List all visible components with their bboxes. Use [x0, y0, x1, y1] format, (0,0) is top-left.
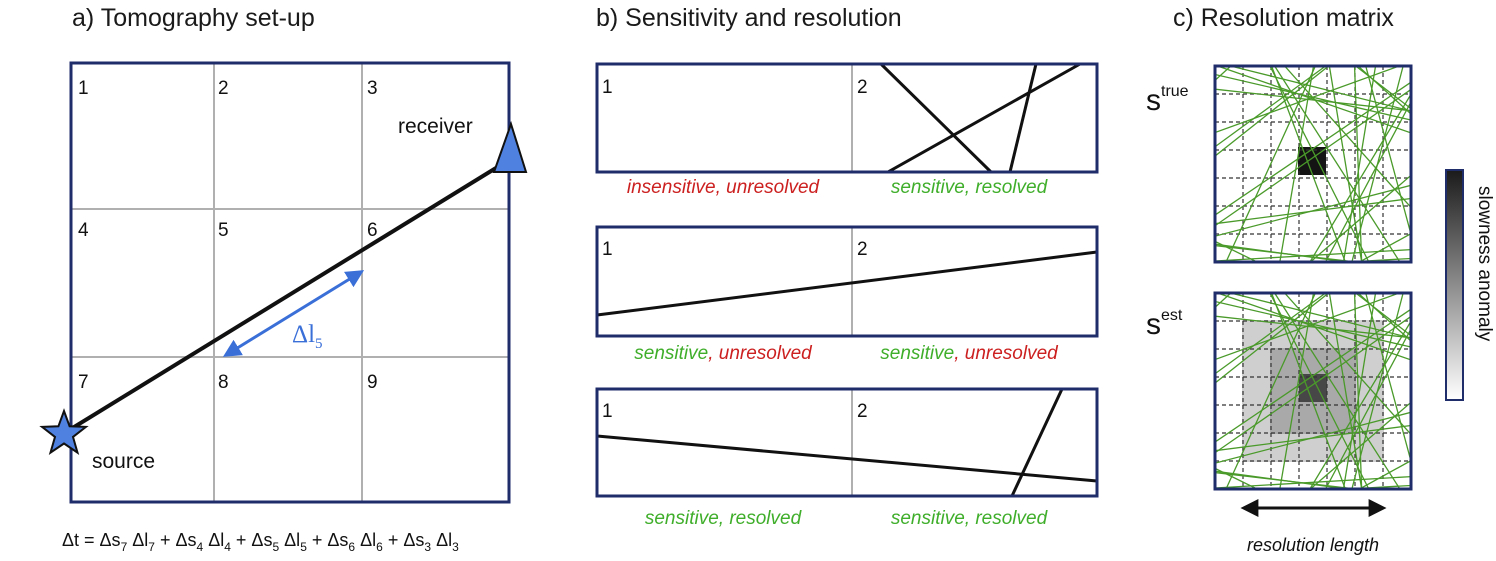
ray-line [1217, 293, 1411, 361]
ray-line [1359, 233, 1411, 262]
box-2-cell-2: 2 [857, 239, 868, 260]
delta-l5-arrow [222, 270, 365, 357]
ray-line [1274, 293, 1401, 489]
ray-line [1284, 293, 1411, 435]
ray-line [1215, 315, 1411, 454]
ray-line [1010, 388, 1064, 497]
ray-line [1215, 88, 1411, 112]
ray-line [596, 250, 1098, 317]
ray-line [1279, 293, 1315, 489]
panel-c-title: c) Resolution matrix [1173, 4, 1394, 32]
box-2-caption-left: sensitive, unresolved [634, 343, 813, 364]
box-1-caption-left: insensitive, unresolved [627, 177, 821, 198]
cell-5-label: 5 [218, 220, 229, 241]
ray-line [879, 62, 993, 174]
ray-line [1279, 66, 1315, 262]
ray-line [1215, 66, 1327, 148]
ray-line [1284, 66, 1411, 208]
cell-7-label: 7 [78, 372, 89, 393]
ray-line [1365, 293, 1411, 462]
ray-line [1215, 424, 1411, 452]
ray-line [1008, 63, 1038, 173]
box-3-caption-right: sensitive, resolved [891, 508, 1049, 529]
ray-line [1215, 66, 1330, 157]
s-est-label: sest [1146, 307, 1183, 341]
box-3-cell-2: 2 [857, 401, 868, 422]
estimated-model-box [1213, 291, 1413, 491]
source-label: source [92, 450, 155, 473]
sensitivity-box-1: 1 2 insensitive, unresolved sensitive, r… [595, 62, 1099, 198]
colorbar-label: slowness anomaly [1474, 186, 1495, 342]
ray-line [1230, 66, 1411, 112]
ray-line [887, 62, 1081, 174]
ray-line [1351, 66, 1404, 262]
cell-2-label: 2 [218, 78, 229, 99]
panel-a-frame [69, 61, 511, 504]
sensitivity-box-3: 1 2 sensitive, resolved sensitive, resol… [595, 387, 1099, 529]
ray-line [1215, 81, 1411, 216]
box-1-caption-right: sensitive, resolved [891, 177, 1049, 198]
cell-3-label: 3 [367, 78, 378, 99]
sensitivity-box-2: 1 2 sensitive, unresolved sensitive, unr… [595, 225, 1099, 364]
panel-a: a) Tomography set-up 1 2 3 4 5 6 7 8 9 Δ… [39, 4, 528, 554]
box-1-cell-2: 2 [857, 77, 868, 98]
ray-line [596, 434, 1098, 483]
box-3-caption-left: sensitive, resolved [645, 508, 803, 529]
panel-b: b) Sensitivity and resolution 1 2 insens… [595, 4, 1099, 529]
panel-a-grid [71, 63, 509, 502]
ray-line [1328, 293, 1363, 489]
receiver-label: receiver [398, 115, 473, 138]
ray-line [1215, 293, 1327, 375]
ray-line [1324, 101, 1411, 262]
ray-line [1215, 197, 1411, 225]
ray-line [1309, 320, 1411, 489]
ray-line [1215, 88, 1411, 227]
ray-line [1355, 66, 1411, 110]
ray-line [1355, 293, 1411, 337]
ray-line [1270, 66, 1346, 262]
receiver-triangle-icon [492, 120, 528, 173]
ray-line [1274, 66, 1401, 262]
ray-path [64, 158, 511, 434]
ray-line [1309, 93, 1411, 262]
ray-line [1215, 293, 1330, 384]
ray-line [1324, 328, 1411, 489]
ray-line [1328, 66, 1363, 262]
resolution-length-label: resolution length [1247, 535, 1379, 555]
ray-line [1270, 293, 1346, 489]
ray-line [1215, 315, 1411, 339]
ray-line [1230, 293, 1411, 339]
cell-4-label: 4 [78, 220, 89, 241]
ray-line [1217, 66, 1411, 134]
colorbar [1445, 169, 1464, 401]
box-2-caption-right: sensitive, unresolved [880, 343, 1059, 364]
ray-line [1351, 293, 1404, 489]
box-1-cell-1: 1 [602, 77, 613, 98]
box-3-cell-1: 1 [602, 401, 613, 422]
cell-6-label: 6 [367, 220, 378, 241]
travel-time-equation: Δt = Δs7 Δl7 + Δs4 Δl4 + Δs5 Δl5 + Δs6 Δ… [62, 530, 459, 554]
cell-9-label: 9 [367, 372, 378, 393]
box-2-cell-1: 1 [602, 239, 613, 260]
ray-line [1215, 66, 1232, 81]
ray-line [1215, 293, 1232, 308]
ray-line [1359, 460, 1411, 489]
ray-line [1342, 293, 1377, 489]
true-model-box [1213, 64, 1413, 264]
ray-line [1215, 308, 1411, 443]
s-true-label: strue [1146, 83, 1189, 117]
panel-a-title: a) Tomography set-up [72, 4, 315, 32]
source-star-icon [39, 408, 89, 455]
cell-1-label: 1 [78, 78, 89, 99]
panel-b-title: b) Sensitivity and resolution [596, 4, 902, 32]
ray-line [1342, 66, 1377, 262]
cell-8-label: 8 [218, 372, 229, 393]
ray-line [1365, 66, 1411, 235]
delta-l5-label: Δl5 [292, 321, 323, 352]
panel-c: c) Resolution matrix strue sest resoluti… [1146, 4, 1495, 555]
